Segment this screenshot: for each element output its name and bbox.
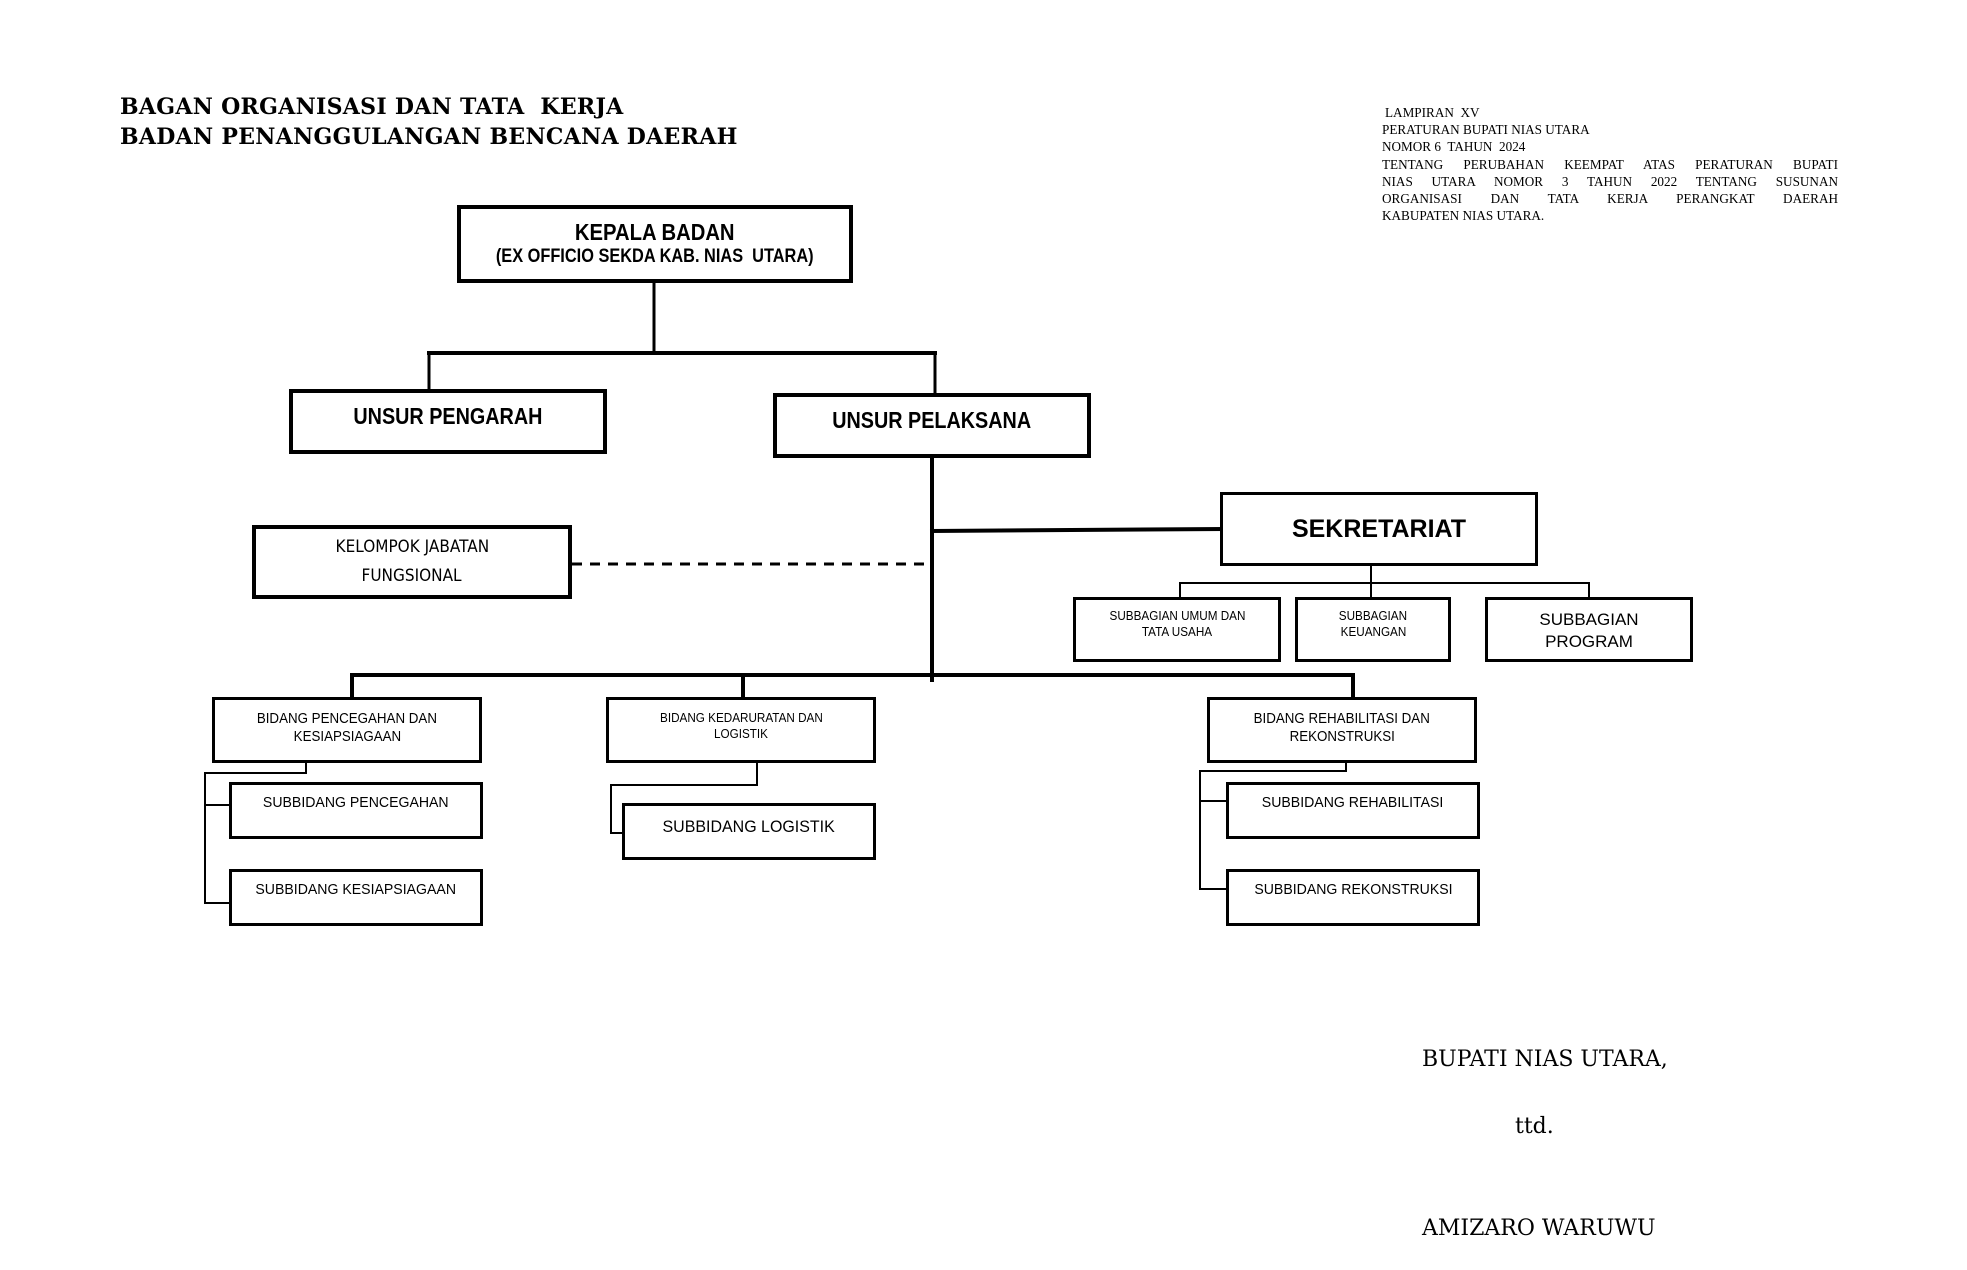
subbidang-rekonstruksi-box[interactable]: SUBBIDANG REKONSTRUKSI: [1226, 869, 1480, 926]
subbidang-rehabilitasi-box[interactable]: SUBBIDANG REHABILITASI: [1226, 782, 1480, 839]
subbidang-kesiapsiagaan-box[interactable]: SUBBIDANG KESIAPSIAGAAN: [229, 869, 483, 926]
bidang-kedaruratan-line-2: LOGISTIK: [714, 726, 768, 741]
lampiran-tentang-1: TENTANG PERUBAHAN KEEMPAT ATAS PERATURAN…: [1382, 156, 1838, 172]
signature-ttd: ttd.: [1515, 1114, 1554, 1139]
unsur-pengarah-label: UNSUR PENGARAH: [353, 403, 543, 429]
connector-pencegahan-subtree: [204, 761, 307, 904]
subbidang-rehabilitasi-label: SUBBIDANG REHABILITASI: [1262, 794, 1444, 811]
subbidang-kesiapsiagaan-label: SUBBIDANG KESIAPSIAGAAN: [255, 881, 457, 898]
unsur-pelaksana-label: UNSUR PELAKSANA: [832, 407, 1032, 433]
lampiran-tentang-3: ORGANISASI DAN TATA KERJA PERANGKAT DAER…: [1382, 191, 1838, 207]
subbagian-program-line-2: PROGRAM: [1545, 632, 1633, 651]
bidang-pencegahan-box[interactable]: BIDANG PENCEGAHAN DAN KESIAPSIAGAAN: [212, 697, 482, 763]
title-line-2: BADAN PENANGGULANGAN BENCANA DAERAH: [120, 124, 738, 150]
bidang-pencegahan-line-2: KESIAPSIAGAAN: [293, 729, 401, 745]
connector-kedaruratan-subtree: [610, 761, 758, 834]
lampiran-tentang-2: NIAS UTARA NOMOR 3 TAHUN 2022 TENTANG SU…: [1382, 173, 1838, 189]
subbagian-umum-line-1: SUBBAGIAN UMUM DAN: [1109, 608, 1245, 623]
sekretariat-label: SEKRETARIAT: [1291, 514, 1467, 543]
lampiran-number: LAMPIRAN XV: [1385, 105, 1480, 120]
kepala-badan-box[interactable]: KEPALA BADAN (EX OFFICIO SEKDA KAB. NIAS…: [457, 205, 853, 283]
document-title: BAGAN ORGANISASI DAN TATA KERJA BADAN PE…: [120, 92, 738, 152]
kepala-badan-subtitle: (EX OFFICIO SEKDA KAB. NIAS UTARA): [496, 246, 814, 267]
bidang-kedaruratan-box[interactable]: BIDANG KEDARURATAN DAN LOGISTIK: [606, 697, 876, 763]
signature-name: AMIZARO WARUWU: [1422, 1216, 1656, 1241]
lampiran-nomor: NOMOR 6 TAHUN 2024: [1382, 139, 1526, 155]
subbagian-keuangan-line-2: KEUANGAN: [1340, 624, 1406, 639]
lampiran-block: LAMPIRAN XV PERATURAN BUPATI NIAS UTARA …: [1382, 104, 1838, 224]
sekretariat-box[interactable]: SEKRETARIAT: [1220, 492, 1538, 566]
kelompok-jabatan-fungsional-box[interactable]: KELOMPOK JABATAN FUNGSIONAL: [252, 525, 572, 599]
subbidang-logistik-label: SUBBIDANG LOGISTIK: [662, 817, 836, 836]
bidang-kedaruratan-line-1: BIDANG KEDARURATAN DAN: [659, 710, 823, 725]
lampiran-regulation: PERATURAN BUPATI NIAS UTARA: [1382, 122, 1590, 138]
unsur-pengarah-box[interactable]: UNSUR PENGARAH: [289, 389, 607, 454]
subbagian-program-line-1: SUBBAGIAN: [1539, 610, 1639, 629]
subbagian-program-box[interactable]: SUBBAGIAN PROGRAM: [1485, 597, 1693, 662]
subbagian-umum-line-2: TATA USAHA: [1141, 624, 1213, 639]
bidang-rehabilitasi-line-1: BIDANG REHABILITASI DAN: [1253, 711, 1431, 727]
signature-title: BUPATI NIAS UTARA,: [1422, 1047, 1668, 1072]
kelompok-jabatan-line-1: KELOMPOK JABATAN: [335, 537, 489, 557]
subbagian-umum-box[interactable]: SUBBAGIAN UMUM DAN TATA USAHA: [1073, 597, 1281, 662]
subbidang-pencegahan-label: SUBBIDANG PENCEGAHAN: [263, 794, 449, 811]
kepala-badan-title: KEPALA BADAN: [575, 219, 735, 245]
subbidang-rekonstruksi-label: SUBBIDANG REKONSTRUKSI: [1253, 881, 1453, 898]
lampiran-tentang-4: KABUPATEN NIAS UTARA.: [1382, 208, 1545, 224]
title-line-1: BAGAN ORGANISASI DAN TATA KERJA: [120, 94, 624, 120]
bidang-pencegahan-line-1: BIDANG PENCEGAHAN DAN: [256, 711, 438, 727]
subbagian-keuangan-box[interactable]: SUBBAGIAN KEUANGAN: [1295, 597, 1451, 662]
subbidang-pencegahan-box[interactable]: SUBBIDANG PENCEGAHAN: [229, 782, 483, 839]
subbidang-logistik-box[interactable]: SUBBIDANG LOGISTIK: [622, 803, 876, 860]
subbagian-keuangan-line-1: SUBBAGIAN: [1338, 608, 1408, 623]
connector-to-sekretariat: [929, 526, 1226, 534]
kelompok-jabatan-line-2: FUNGSIONAL: [361, 566, 463, 586]
bidang-rehabilitasi-box[interactable]: BIDANG REHABILITASI DAN REKONSTRUKSI: [1207, 697, 1477, 763]
connector-rehabilitasi-subtree: [1199, 761, 1347, 890]
bidang-rehabilitasi-line-2: REKONSTRUKSI: [1289, 729, 1395, 745]
unsur-pelaksana-box[interactable]: UNSUR PELAKSANA: [773, 393, 1091, 458]
